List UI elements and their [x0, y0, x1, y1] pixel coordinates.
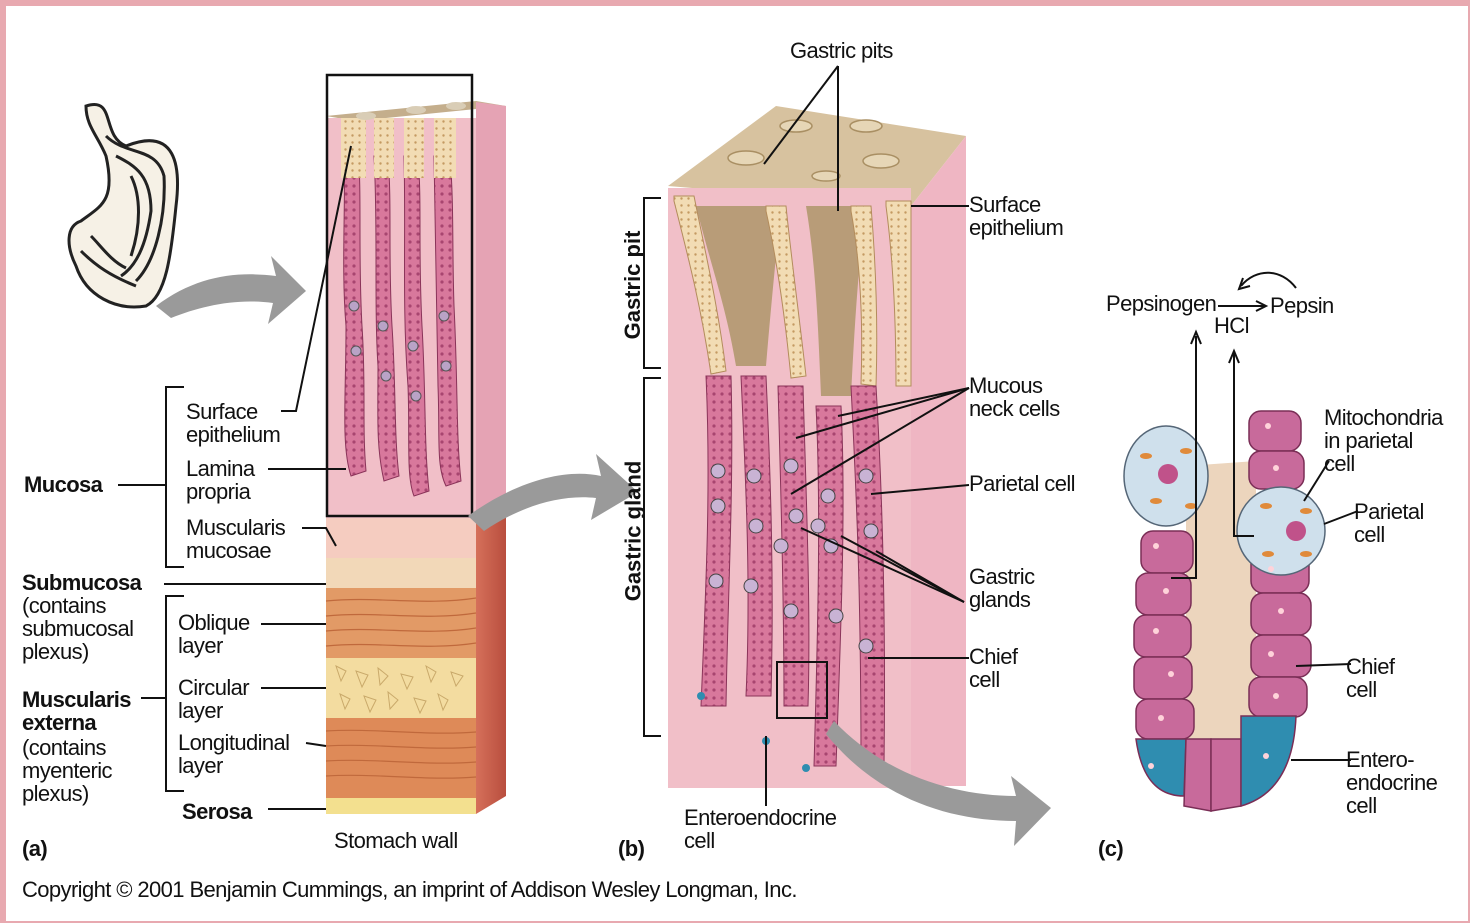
label-parietal-cell-b: Parietal cell [969, 472, 1075, 495]
panel-letter-c: (c) [1098, 837, 1123, 860]
wall-layers-block-a [326, 514, 506, 814]
panel-letter-b: (b) [618, 837, 644, 860]
label-mucosa: Mucosa [24, 473, 102, 496]
panel-letter-a: (a) [22, 837, 47, 860]
mucosa-block-a [326, 101, 506, 518]
copyright-text: Copyright © 2001 Benjamin Cummings, an i… [22, 878, 797, 901]
gastric-gland-detail-c [1124, 411, 1325, 811]
stomach-outline-icon [69, 104, 177, 307]
label-gastric-pit: Gastric pit [620, 225, 646, 345]
label-submucosa: Submucosa [22, 571, 141, 594]
label-stomach-wall: Stomach wall [334, 829, 458, 852]
label-pepsinogen: Pepsinogen [1106, 292, 1216, 315]
arrow-a-icon [156, 256, 306, 324]
label-gastric-gland: Gastric gland [621, 459, 647, 604]
label-pepsin: Pepsin [1270, 294, 1334, 317]
label-gastric-pits: Gastric pits [790, 39, 893, 62]
label-serosa: Serosa [182, 800, 252, 823]
label-hcl: HCl [1214, 314, 1249, 337]
gastric-pit-block-b [668, 106, 966, 788]
